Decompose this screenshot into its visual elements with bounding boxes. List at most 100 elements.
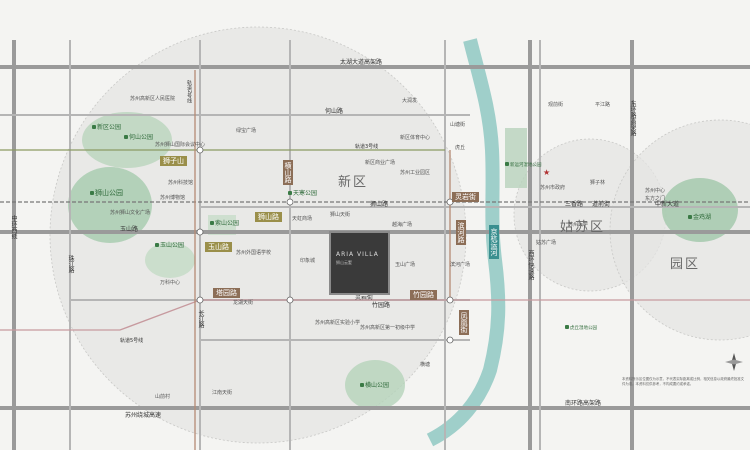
poi-shantang: 山塘街 [450,122,466,128]
station-marker-lingyan [286,296,294,304]
poi-yuehai: 越海广场 [392,222,413,228]
tree-icon [90,191,94,195]
road-label-zhuyuan: 竹园路 [372,302,391,309]
road-label-metro5: 轨道5号线 [120,338,144,344]
poi-suzhou-univ: 苏州大学 [568,222,589,228]
station-tag-binhe: 滨河路 [456,220,466,245]
tree-icon [288,191,292,195]
road-label-metro2: 轨道2号线 [186,80,192,104]
road-label-yushan: 玉山路 [120,226,139,233]
poi-museum: 苏州博物馆 [160,195,186,201]
poi-yinxiang: 印象城 [300,258,316,264]
park-label-tianyang: 天寒公园 [288,188,317,197]
park-label-shishan: 狮山公园 [90,188,123,198]
poi-exp-school: 苏州高新区实验小学 [315,320,361,326]
poi-longhu: 龙湖天街 [233,300,254,306]
poi-stadium: 新区体育中心 [400,135,431,141]
poi-binhe-plaza: 滨河广场 [450,262,471,268]
road-label-changjiang: 长江路 [197,310,204,328]
poi-suzhou-center: 苏州中心 [645,188,666,194]
star-icon: ★ [543,168,550,177]
road-label-suzhou-ring: 苏州绕城高速 [125,412,162,419]
tree-icon [155,243,159,247]
station-tag-zhuyuan: 竹园路 [410,290,437,300]
park-label-canal: 新运河湿地公园 [505,162,542,168]
park-label-heshan: 何山公园 [124,132,153,141]
park-label-jinjihu: 金鸡湖 [688,212,711,221]
station-marker-tayuan [196,296,204,304]
poi-yushan-plaza: 玉山广场 [395,262,416,268]
tree-icon [124,135,128,139]
project-marker[interactable]: ARIA VILLA 狮山云墅 [329,231,390,295]
metro-line-5 [0,299,750,331]
station-tag-hengshan: 横山路 [283,160,293,185]
road-label-taihu: 太湖大道高架路 [340,59,383,66]
road-label-lingyan: 灵岩街 [355,294,374,301]
poi-xinqu-commercial: 新区商业广场 [365,160,396,166]
poi-wanke: 万科中心 [160,280,181,286]
station-marker-zhuyuan [446,296,454,304]
road-label-shishan: 狮山路 [370,201,389,208]
poi-dawen: 大润发 [402,98,418,104]
poi-shishan-intl: 苏州狮山国际会议中心 [155,142,206,148]
park-label-suoshan: 索山公园 [210,218,239,227]
poi-hengtang: 横塘 [420,362,431,368]
station-tag-shizi: 狮子山 [160,156,187,166]
poi-middle-school: 苏州高新区第一初级中学 [360,325,416,331]
station-tag-shishan: 狮山路 [255,212,282,222]
grand-canal-river [426,38,506,447]
poi-huqiu: 虎丘 [455,145,466,151]
road-label-zhujiang: 珠江路 [67,255,74,273]
district-label-gusu: 姑苏区 [560,220,606,235]
green-area-hengshan [345,360,405,410]
project-name-en: ARIA VILLA [336,251,379,258]
road-label-nanhuan: 南环路高架路 [565,400,602,407]
tree-icon [92,125,96,129]
tree-icon [565,325,569,329]
road-label-daoqian: 道前街 [592,201,611,208]
district-label-yuanqu: 园区 [670,257,701,272]
park-label-hengshan: 横山公园 [360,380,389,389]
park-label-huqiu: 虎丘湿地公园 [565,325,597,331]
disclaimer-text: 本资料所示区位图仅为示意，不代表实际距离或比例，相关信息以政府最终批准文件为准。… [622,377,745,386]
station-marker-binhe [446,198,454,206]
station-marker-yushan [196,228,204,236]
road-label-heshan: 何山路 [325,108,344,115]
green-area-jinjihu [662,178,738,242]
river-label: 京杭运河 [489,225,499,259]
poi-tianjie: 狮山天街 [330,212,351,218]
road-label-metro3: 轨道3号线 [355,144,379,150]
green-area-yushan [145,242,195,278]
poi-jiangnan: 江南天街 [212,390,233,396]
tree-icon [360,383,364,387]
park-label-yushan: 玉山公园 [155,240,184,249]
poi-industrial: 苏州工业园区 [400,170,431,176]
station-tag-tayuan: 塔园路 [213,288,240,298]
poi-hospital-xinqu: 苏州高新区人民医院 [130,96,176,102]
poi-gate-orient: 东方之门 [645,196,666,202]
tree-icon [688,215,692,219]
station-tag-fenghuang: 凤凰街 [459,310,469,335]
road-label-zhongxin: 中新大道 [655,201,680,208]
poi-shizilin: 狮子林 [590,180,606,186]
poi-pingjiang: 平江路 [595,102,611,108]
green-area-shishan [68,167,152,243]
station-marker-shishan [286,198,294,206]
project-name-cn: 狮山云墅 [336,260,352,265]
road-label-sanxiang: 三香路 [565,201,584,208]
tree-icon [505,162,509,166]
station-marker-hengshan [446,336,454,344]
district-label-xinqu: 新区 [338,175,369,190]
station-tag-yushan: 玉山路 [205,242,232,252]
poi-gov: 苏州市政府 [540,185,566,191]
poi-gusu-plaza: 姑苏广场 [536,240,557,246]
compass-icon [725,353,743,371]
poi-shanqian: 山前村 [155,394,171,400]
poi-lubao: 绿宝广场 [236,128,257,134]
poi-sci-museum: 苏州科技馆 [168,180,194,186]
road-label-xihuan: 西环快速路 [527,250,534,280]
poi-guanqian: 观前街 [548,102,564,108]
green-area-heshan [82,112,172,168]
